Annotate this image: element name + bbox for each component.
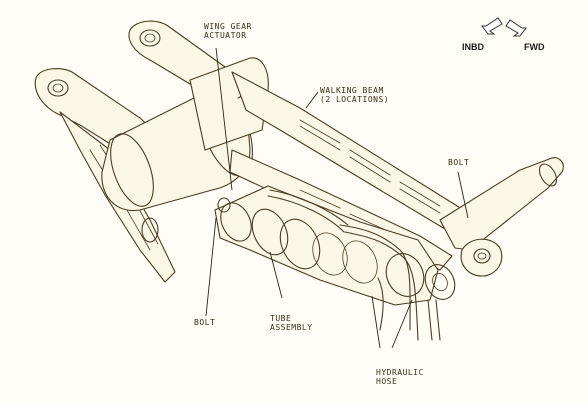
inbd-arrow-icon — [481, 17, 503, 35]
bolt-right-label: BOLT — [448, 158, 470, 167]
leader-lines — [205, 47, 469, 349]
inbd-label: INBD — [462, 42, 484, 52]
bolt-left-label: BOLT — [194, 318, 216, 327]
hydraulic-hoses — [267, 189, 441, 341]
fwd-arrow-icon — [505, 19, 527, 37]
tube-assembly-label: TUBE ASSEMBLY — [270, 314, 313, 332]
actuator-body — [214, 185, 456, 306]
upper-cylinder — [101, 57, 269, 212]
wing-gear-actuator-label: WING GEAR ACTUATOR — [204, 22, 252, 40]
fwd-label: FWD — [524, 42, 545, 52]
hydraulic-hose-label: HYDRAULIC HOSE — [376, 368, 424, 386]
walking-beam-label: WALKING BEAM (2 LOCATIONS) — [320, 86, 390, 104]
forward-arm — [439, 157, 564, 277]
